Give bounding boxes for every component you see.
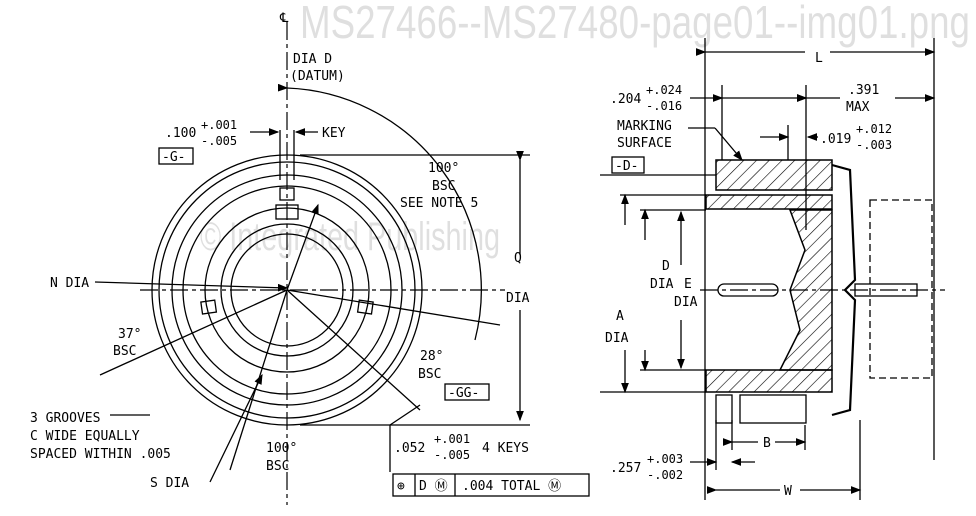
- fcf-datum: D Ⓜ: [419, 479, 448, 494]
- centerline-symbol: ℄: [279, 11, 289, 26]
- n-dia-label: N DIA: [50, 276, 89, 291]
- marking-line2: SURFACE: [617, 136, 672, 151]
- side-view: L .204 +.024 -.016 .391 MAX MARKING SURF…: [600, 38, 945, 500]
- watermark-line2: MS27466--MS27480-page01--img01.png: [300, 0, 970, 48]
- keys-width: .052: [394, 441, 425, 456]
- marking-line1: MARKING: [617, 119, 672, 134]
- l-label: L: [815, 51, 823, 66]
- hidden-mating-part: [869, 199, 933, 379]
- key-label: KEY: [322, 126, 346, 141]
- dim-204-plus: +.024: [646, 83, 682, 97]
- keys-plus: +.001: [434, 432, 470, 446]
- w-label: W: [784, 484, 792, 499]
- see-note: SEE NOTE 5: [400, 196, 478, 211]
- q-label: Q: [514, 251, 522, 266]
- datum-d-box: [611, 156, 645, 174]
- position-symbol: ⊕: [397, 479, 405, 494]
- angle-right-bsc: BSC: [418, 367, 441, 382]
- angle-top-bsc: BSC: [432, 179, 455, 194]
- datum-sub: (DATUM): [290, 69, 345, 84]
- front-view: ℄ DIA D (DATUM) .100 +.001 -.005 KEY -G-…: [30, 11, 590, 505]
- datum-g-box: [158, 147, 194, 165]
- fcf-tolerance: .004 TOTAL Ⓜ: [462, 479, 561, 494]
- watermark-line1: © Integrated Publishing: [200, 215, 500, 259]
- lower-shell-section: [705, 369, 833, 393]
- dim-019-minus: -.003: [856, 138, 892, 152]
- e-dia: DIA: [674, 295, 698, 310]
- grooves-line3: SPACED WITHIN .005: [30, 447, 171, 462]
- grooves-line1: 3 GROOVES: [30, 411, 100, 426]
- datum-gg-box: [444, 383, 490, 401]
- dim-391: .391: [848, 83, 879, 98]
- key-width: .100: [165, 126, 196, 141]
- b-label: B: [763, 436, 771, 451]
- s-dia-label: S DIA: [150, 476, 189, 491]
- concentric-circles: [151, 154, 423, 426]
- dim-257-minus: -.002: [647, 468, 683, 482]
- upper-insert-section: [705, 194, 833, 210]
- keys: [200, 187, 374, 315]
- feature-control-frame: ⊕ D Ⓜ .004 TOTAL Ⓜ: [392, 473, 590, 497]
- dim-019: .019: [820, 132, 851, 147]
- dim-204: .204: [610, 92, 641, 107]
- d-dia: DIA: [650, 277, 674, 292]
- datum-gg: -GG-: [448, 386, 479, 401]
- q-dia: DIA: [506, 291, 530, 306]
- angle-left: 37°: [118, 327, 141, 342]
- dim-257: .257: [610, 461, 641, 476]
- angle-right: 28°: [420, 349, 443, 364]
- datum-label: DIA D: [293, 52, 332, 67]
- key-width-minus: -.005: [201, 134, 237, 148]
- dimension-lines: [94, 83, 530, 483]
- key-width-plus: +.001: [201, 118, 237, 132]
- d-label: D: [662, 259, 670, 274]
- dim-257-plus: +.003: [647, 452, 683, 466]
- keys-minus: -.005: [434, 448, 470, 462]
- angle-bottom-bsc: BSC: [266, 459, 289, 474]
- dim-391-sub: MAX: [846, 100, 870, 115]
- angle-left-bsc: BSC: [113, 344, 136, 359]
- upper-shell-section: [715, 159, 833, 191]
- keys-label: 4 KEYS: [482, 441, 529, 456]
- dim-019-plus: +.012: [856, 122, 892, 136]
- angle-bottom: 100°: [266, 441, 297, 456]
- datum-g: -G-: [162, 150, 185, 165]
- a-label: A: [616, 309, 624, 324]
- e-label: E: [684, 277, 692, 292]
- grooves-line2: C WIDE EQUALLY: [30, 429, 140, 444]
- a-dia: DIA: [605, 331, 629, 346]
- angle-top: 100°: [428, 161, 459, 176]
- dim-204-minus: -.016: [646, 99, 682, 113]
- datum-d: -D-: [615, 159, 638, 174]
